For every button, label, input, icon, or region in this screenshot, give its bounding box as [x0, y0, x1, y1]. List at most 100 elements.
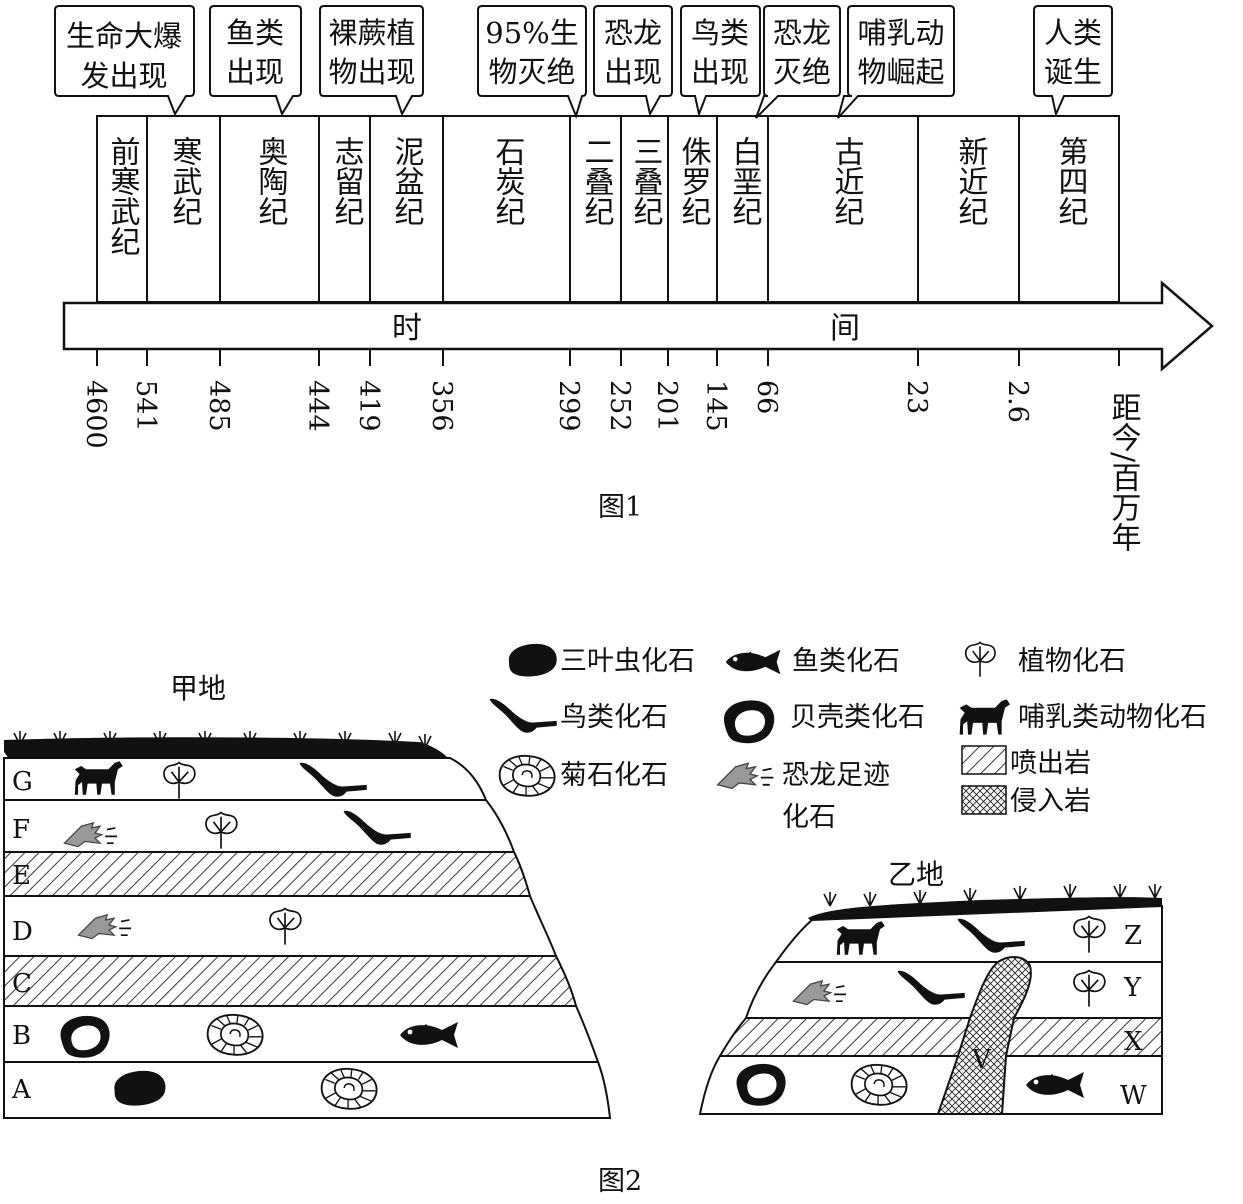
event-callout: 生命大爆 发出现: [54, 5, 195, 117]
period-label: 新近纪: [953, 136, 988, 226]
layer-letter: F: [12, 815, 30, 845]
layer-letter: X: [1124, 1027, 1143, 1057]
legend-footprint-line2: 化石: [782, 802, 836, 833]
figure-2: 甲地: [3, 641, 1207, 1197]
svg-text:鱼类: 鱼类: [226, 16, 284, 50]
bird-icon: [489, 698, 557, 733]
svg-text:出现: 出现: [691, 55, 749, 89]
event-callout: 人类 诞生: [1033, 5, 1113, 118]
period-label: 寒武纪: [167, 136, 202, 226]
tick-label: 299: [553, 380, 584, 432]
layer-letter: G: [12, 767, 33, 797]
tick-label: 23: [901, 380, 932, 414]
ammonite-fossil-icon: [320, 1067, 378, 1110]
layer-letter: A: [11, 1075, 32, 1105]
tick-label: 444: [302, 380, 333, 432]
layer-E: [3, 851, 532, 897]
mammal-icon: [959, 699, 1011, 735]
tick-label: 356: [426, 380, 457, 432]
event-callout: 恐龙 出现: [593, 5, 673, 117]
tick-label: 201: [651, 380, 682, 432]
period-frame: [96, 115, 1120, 303]
svg-text:诞生: 诞生: [1044, 55, 1102, 89]
legend-extrusive: 喷出岩: [1010, 748, 1091, 779]
event-callout: 95%生 物灭绝: [477, 5, 587, 120]
svg-text:生命大爆: 生命大爆: [66, 19, 182, 53]
extrusive-swatch: [961, 745, 1007, 775]
legend-shell: 贝壳类化石: [790, 702, 925, 733]
fish-icon: [725, 649, 781, 675]
layer-letter: Y: [1123, 973, 1142, 1003]
legend-footprint: 恐龙足迹: [782, 760, 890, 791]
svg-text:出现: 出现: [604, 55, 662, 89]
svg-text:出现: 出现: [226, 55, 284, 89]
layer-letter: D: [12, 917, 33, 947]
legend: 三叶虫化石 鱼类化石 植物化石 鸟类化石 贝壳类化石 哺乳类动物化石 菊石化石 …: [489, 641, 1207, 833]
period-label: 前寒武纪: [105, 136, 140, 256]
site-b-label: 乙地: [888, 858, 944, 891]
svg-text:物出现: 物出现: [328, 55, 415, 89]
arrow-text-jian: 间: [830, 311, 860, 346]
legend-trilobite: 三叶虫化石: [560, 646, 695, 677]
period-labels: 前寒武纪 寒武纪 奥陶纪 志留纪 泥盆纪 石炭纪 二叠纪 三叠纪 侏罗纪 白垩纪…: [105, 136, 1088, 256]
event-callout: 鱼类 出现: [209, 5, 302, 117]
ammonite-fossil-icon: [206, 1013, 264, 1056]
period-label: 白垩纪: [727, 136, 762, 226]
period-label: 古近纪: [829, 136, 864, 226]
layer-X: [718, 1017, 1163, 1057]
intrusion-V: [936, 956, 1032, 1115]
intrusion-letter: V: [971, 1045, 992, 1075]
layer-letter: C: [12, 969, 32, 999]
svg-text:裸蕨植: 裸蕨植: [328, 16, 415, 50]
event-callout: 哺乳动 物崛起: [837, 5, 955, 119]
figure-1-caption: 图1: [598, 492, 642, 523]
axis-unit-label: 距今/百万年: [1106, 392, 1141, 553]
svg-text:物灭绝: 物灭绝: [488, 55, 575, 89]
figure-2-caption: 图2: [598, 1166, 642, 1197]
period-label: 奥陶纪: [253, 136, 288, 226]
svg-text:灭绝: 灭绝: [773, 55, 831, 89]
tick-labels: 4600 541 485 444 419 356 299 252 201 145…: [80, 380, 1033, 449]
intrusive-swatch: [961, 785, 1007, 815]
layer-letter: B: [12, 1021, 31, 1051]
tick-marks: [96, 349, 1120, 366]
tick-label: 2.6: [1002, 380, 1033, 423]
site-b-section: 乙地 V Z Y: [698, 858, 1163, 1115]
ammonite-icon: [498, 754, 556, 797]
legend-ammonite: 菊石化石: [560, 760, 668, 791]
layer-A: [3, 1061, 612, 1119]
event-callout: 鸟类 出现: [680, 5, 761, 118]
figure-1: 前寒武纪 寒武纪 奥陶纪 志留纪 泥盆纪 石炭纪 二叠纪 三叠纪 侏罗纪 白垩纪…: [54, 5, 1214, 553]
layer-letter: E: [12, 861, 31, 891]
period-label: 三叠纪: [628, 136, 663, 226]
site-a-label: 甲地: [170, 672, 226, 705]
period-label: 石炭纪: [490, 136, 526, 226]
event-callout: 裸蕨植 物出现: [319, 5, 424, 117]
site-a-section: 甲地: [3, 672, 612, 1119]
period-label: 侏罗纪: [676, 136, 712, 226]
grass: [823, 884, 1162, 907]
period-label: 泥盆纪: [389, 136, 424, 226]
period-row: [96, 115, 1120, 303]
svg-text:哺乳动: 哺乳动: [857, 16, 944, 50]
footprint-icon: [716, 762, 775, 790]
svg-text:恐龙: 恐龙: [773, 16, 831, 50]
period-label: 志留纪: [329, 136, 364, 226]
shell-icon: [723, 700, 775, 744]
tick-label: 541: [130, 380, 161, 432]
trilobite-icon: [508, 643, 557, 677]
svg-text:物崛起: 物崛起: [857, 55, 944, 89]
svg-text:鸟类: 鸟类: [691, 16, 749, 50]
legend-intrusive: 侵入岩: [1010, 786, 1091, 817]
layer-letter: W: [1120, 1081, 1147, 1111]
layer-W: [698, 1055, 1163, 1115]
svg-text:95%生: 95%生: [485, 16, 578, 50]
period-label: 第四纪: [1053, 136, 1088, 226]
legend-fish: 鱼类化石: [792, 646, 900, 677]
legend-bird: 鸟类化石: [560, 702, 668, 733]
plant-icon: [964, 641, 996, 678]
svg-text:发出现: 发出现: [80, 59, 167, 93]
time-arrow: [62, 280, 1214, 372]
layer-C: [3, 955, 578, 1007]
